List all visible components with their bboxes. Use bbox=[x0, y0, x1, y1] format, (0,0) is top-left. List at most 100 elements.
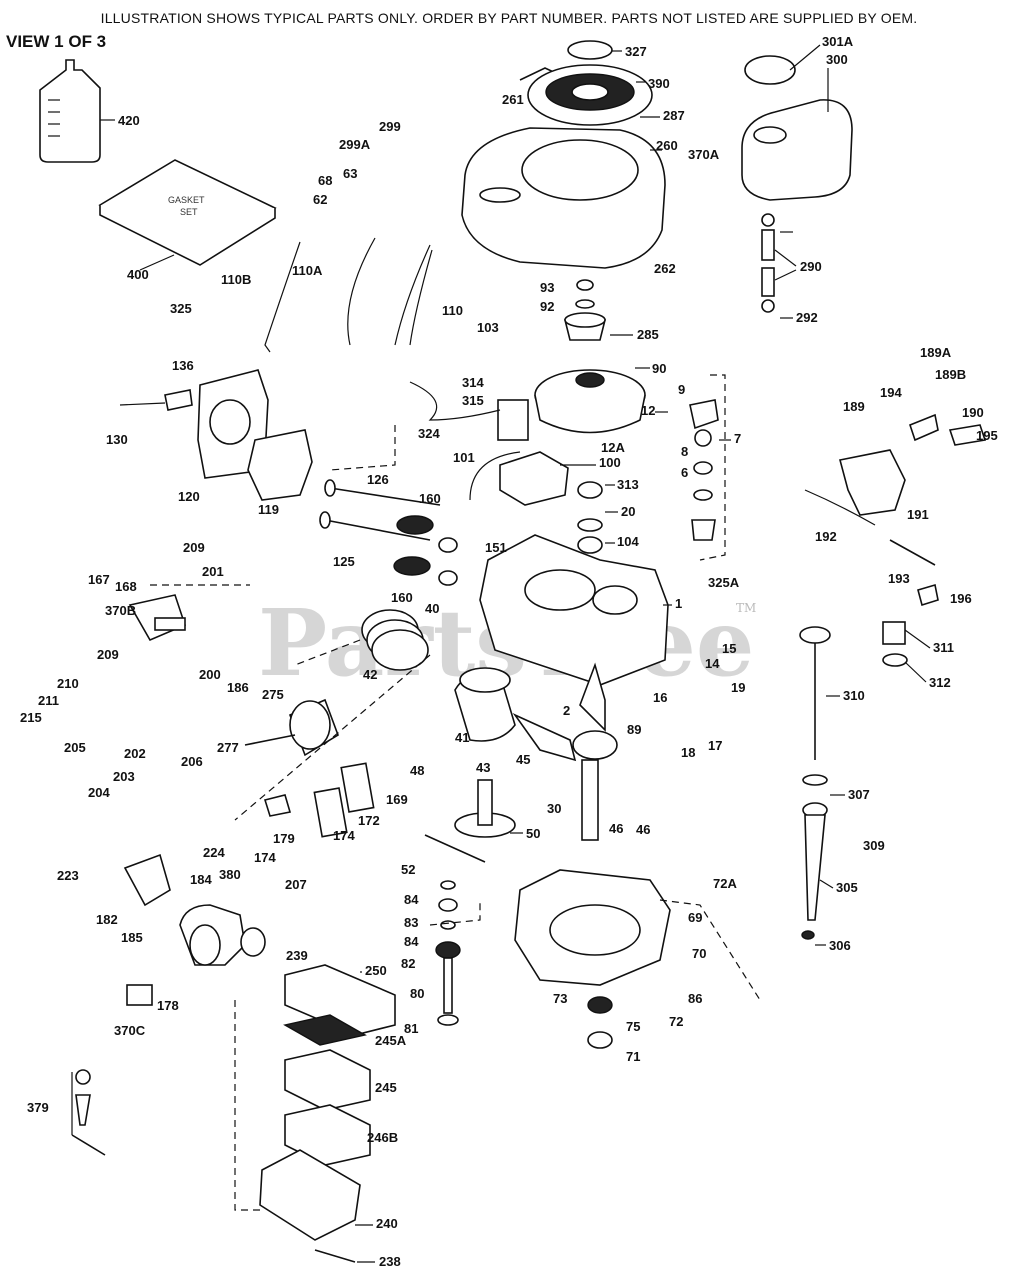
crankcase-cover-drawing bbox=[514, 869, 671, 986]
callout-42: 42 bbox=[363, 667, 377, 682]
callout-290: 290 bbox=[800, 259, 822, 274]
leader-lines bbox=[100, 44, 931, 1263]
starter-cup-drawing bbox=[563, 279, 607, 341]
callout-310: 310 bbox=[843, 688, 865, 703]
callout-305: 305 bbox=[836, 880, 858, 895]
callout-43: 43 bbox=[476, 760, 490, 775]
oil-fill-cap-drawing bbox=[882, 583, 939, 667]
intake-gasket-169-drawing bbox=[340, 762, 375, 813]
air-filter-246b-drawing bbox=[284, 1104, 371, 1166]
callout-89: 89 bbox=[627, 722, 641, 737]
callout-46a: 46 bbox=[609, 821, 623, 836]
assembly-line-3 bbox=[234, 1000, 265, 1211]
callout-174b: 174 bbox=[254, 850, 276, 865]
callout-210: 210 bbox=[57, 676, 79, 691]
callout-285: 285 bbox=[637, 327, 659, 342]
dipstick-drawing bbox=[799, 626, 831, 786]
callout-101: 101 bbox=[453, 450, 475, 465]
callout-239: 239 bbox=[286, 948, 308, 963]
callout-130: 130 bbox=[106, 432, 128, 447]
bearing-313-drawing bbox=[577, 481, 603, 499]
callout-185: 185 bbox=[121, 930, 143, 945]
callout-86: 86 bbox=[688, 991, 702, 1006]
starter-cap-drawing bbox=[567, 40, 613, 60]
connecting-rod-drawing bbox=[512, 713, 577, 762]
callout-81: 81 bbox=[404, 1021, 418, 1036]
callout-17: 17 bbox=[708, 738, 722, 753]
callout-184: 184 bbox=[190, 872, 212, 887]
callout-73: 73 bbox=[553, 991, 567, 1006]
callout-379: 379 bbox=[27, 1100, 49, 1115]
callout-202: 202 bbox=[124, 746, 146, 761]
fuel-line-drawing bbox=[761, 213, 775, 313]
callout-309: 309 bbox=[863, 838, 885, 853]
fitting-179-drawing bbox=[263, 794, 292, 817]
assembly-line-2 bbox=[329, 425, 396, 471]
callout-306: 306 bbox=[829, 938, 851, 953]
callout-311: 311 bbox=[933, 640, 954, 655]
callout-245: 245 bbox=[375, 1080, 397, 1095]
bearing-71-drawing bbox=[587, 1031, 613, 1049]
callout-370c: 370C bbox=[114, 1023, 146, 1038]
callout-100: 100 bbox=[599, 455, 621, 470]
callout-206: 206 bbox=[181, 754, 203, 769]
crankshaft-drawing bbox=[572, 662, 618, 841]
callout-68: 68 bbox=[318, 173, 332, 188]
callout-46b: 46 bbox=[636, 822, 650, 837]
decal-370b-drawing bbox=[154, 617, 186, 631]
callout-41: 41 bbox=[455, 730, 469, 745]
callout-6: 6 bbox=[681, 465, 688, 480]
camshaft-gear-drawing bbox=[454, 779, 516, 838]
tappet-52-drawing bbox=[424, 834, 486, 863]
callout-103: 103 bbox=[477, 320, 499, 335]
callout-14: 14 bbox=[705, 656, 720, 671]
callout-223: 223 bbox=[57, 868, 79, 883]
ground-wire-110-drawing bbox=[394, 244, 433, 346]
callout-189a: 189A bbox=[920, 345, 952, 360]
callout-292b: 292 bbox=[796, 310, 818, 325]
rewind-starter-drawing bbox=[519, 64, 653, 126]
callout-191: 191 bbox=[907, 507, 929, 522]
ground-wire-110a-drawing bbox=[347, 237, 376, 346]
callout-261: 261 bbox=[502, 92, 524, 107]
callout-30: 30 bbox=[547, 801, 561, 816]
callout-299a: 299A bbox=[339, 137, 371, 152]
callout-110: 110 bbox=[442, 303, 463, 318]
callout-370a: 370A bbox=[688, 147, 720, 162]
engine-block-drawing bbox=[479, 534, 669, 686]
callout-20: 20 bbox=[621, 504, 635, 519]
callout-126: 126 bbox=[367, 472, 389, 487]
callout-324: 324 bbox=[418, 426, 440, 441]
air-cleaner-cover-drawing bbox=[284, 964, 396, 1036]
callout-190: 190 bbox=[962, 405, 984, 420]
callout-71: 71 bbox=[626, 1049, 640, 1064]
callout-380: 380 bbox=[219, 867, 241, 882]
callout-9: 9 bbox=[678, 382, 685, 397]
callout-420: 420 bbox=[118, 113, 140, 128]
piston-drawing bbox=[454, 667, 516, 742]
callout-48: 48 bbox=[410, 763, 424, 778]
callout-92: 92 bbox=[540, 299, 554, 314]
breather-assembly-drawing bbox=[689, 399, 719, 541]
callout-325: 325 bbox=[170, 301, 192, 316]
callout-80: 80 bbox=[410, 986, 424, 1001]
callout-15: 15 bbox=[722, 641, 736, 656]
callout-390: 390 bbox=[648, 76, 670, 91]
ignition-module-drawing bbox=[409, 381, 569, 506]
callout-7: 7 bbox=[734, 431, 741, 446]
callout-400: 400 bbox=[127, 267, 149, 282]
decal-370c-drawing bbox=[126, 984, 153, 1006]
callout-160b: 160 bbox=[391, 590, 413, 605]
callout-238: 238 bbox=[379, 1254, 401, 1269]
air-filter-245-drawing bbox=[284, 1049, 371, 1111]
callout-104: 104 bbox=[617, 534, 639, 549]
parts-notice-banner: ILLUSTRATION SHOWS TYPICAL PARTS ONLY. O… bbox=[100, 10, 918, 26]
gasket-set-line2: SET bbox=[180, 207, 198, 217]
intake-gasket-172-drawing bbox=[313, 787, 348, 838]
callout-69: 69 bbox=[688, 910, 702, 925]
cylinder-head-drawing bbox=[119, 369, 269, 479]
callout-195: 195 bbox=[976, 428, 998, 443]
callout-201: 201 bbox=[202, 564, 224, 579]
